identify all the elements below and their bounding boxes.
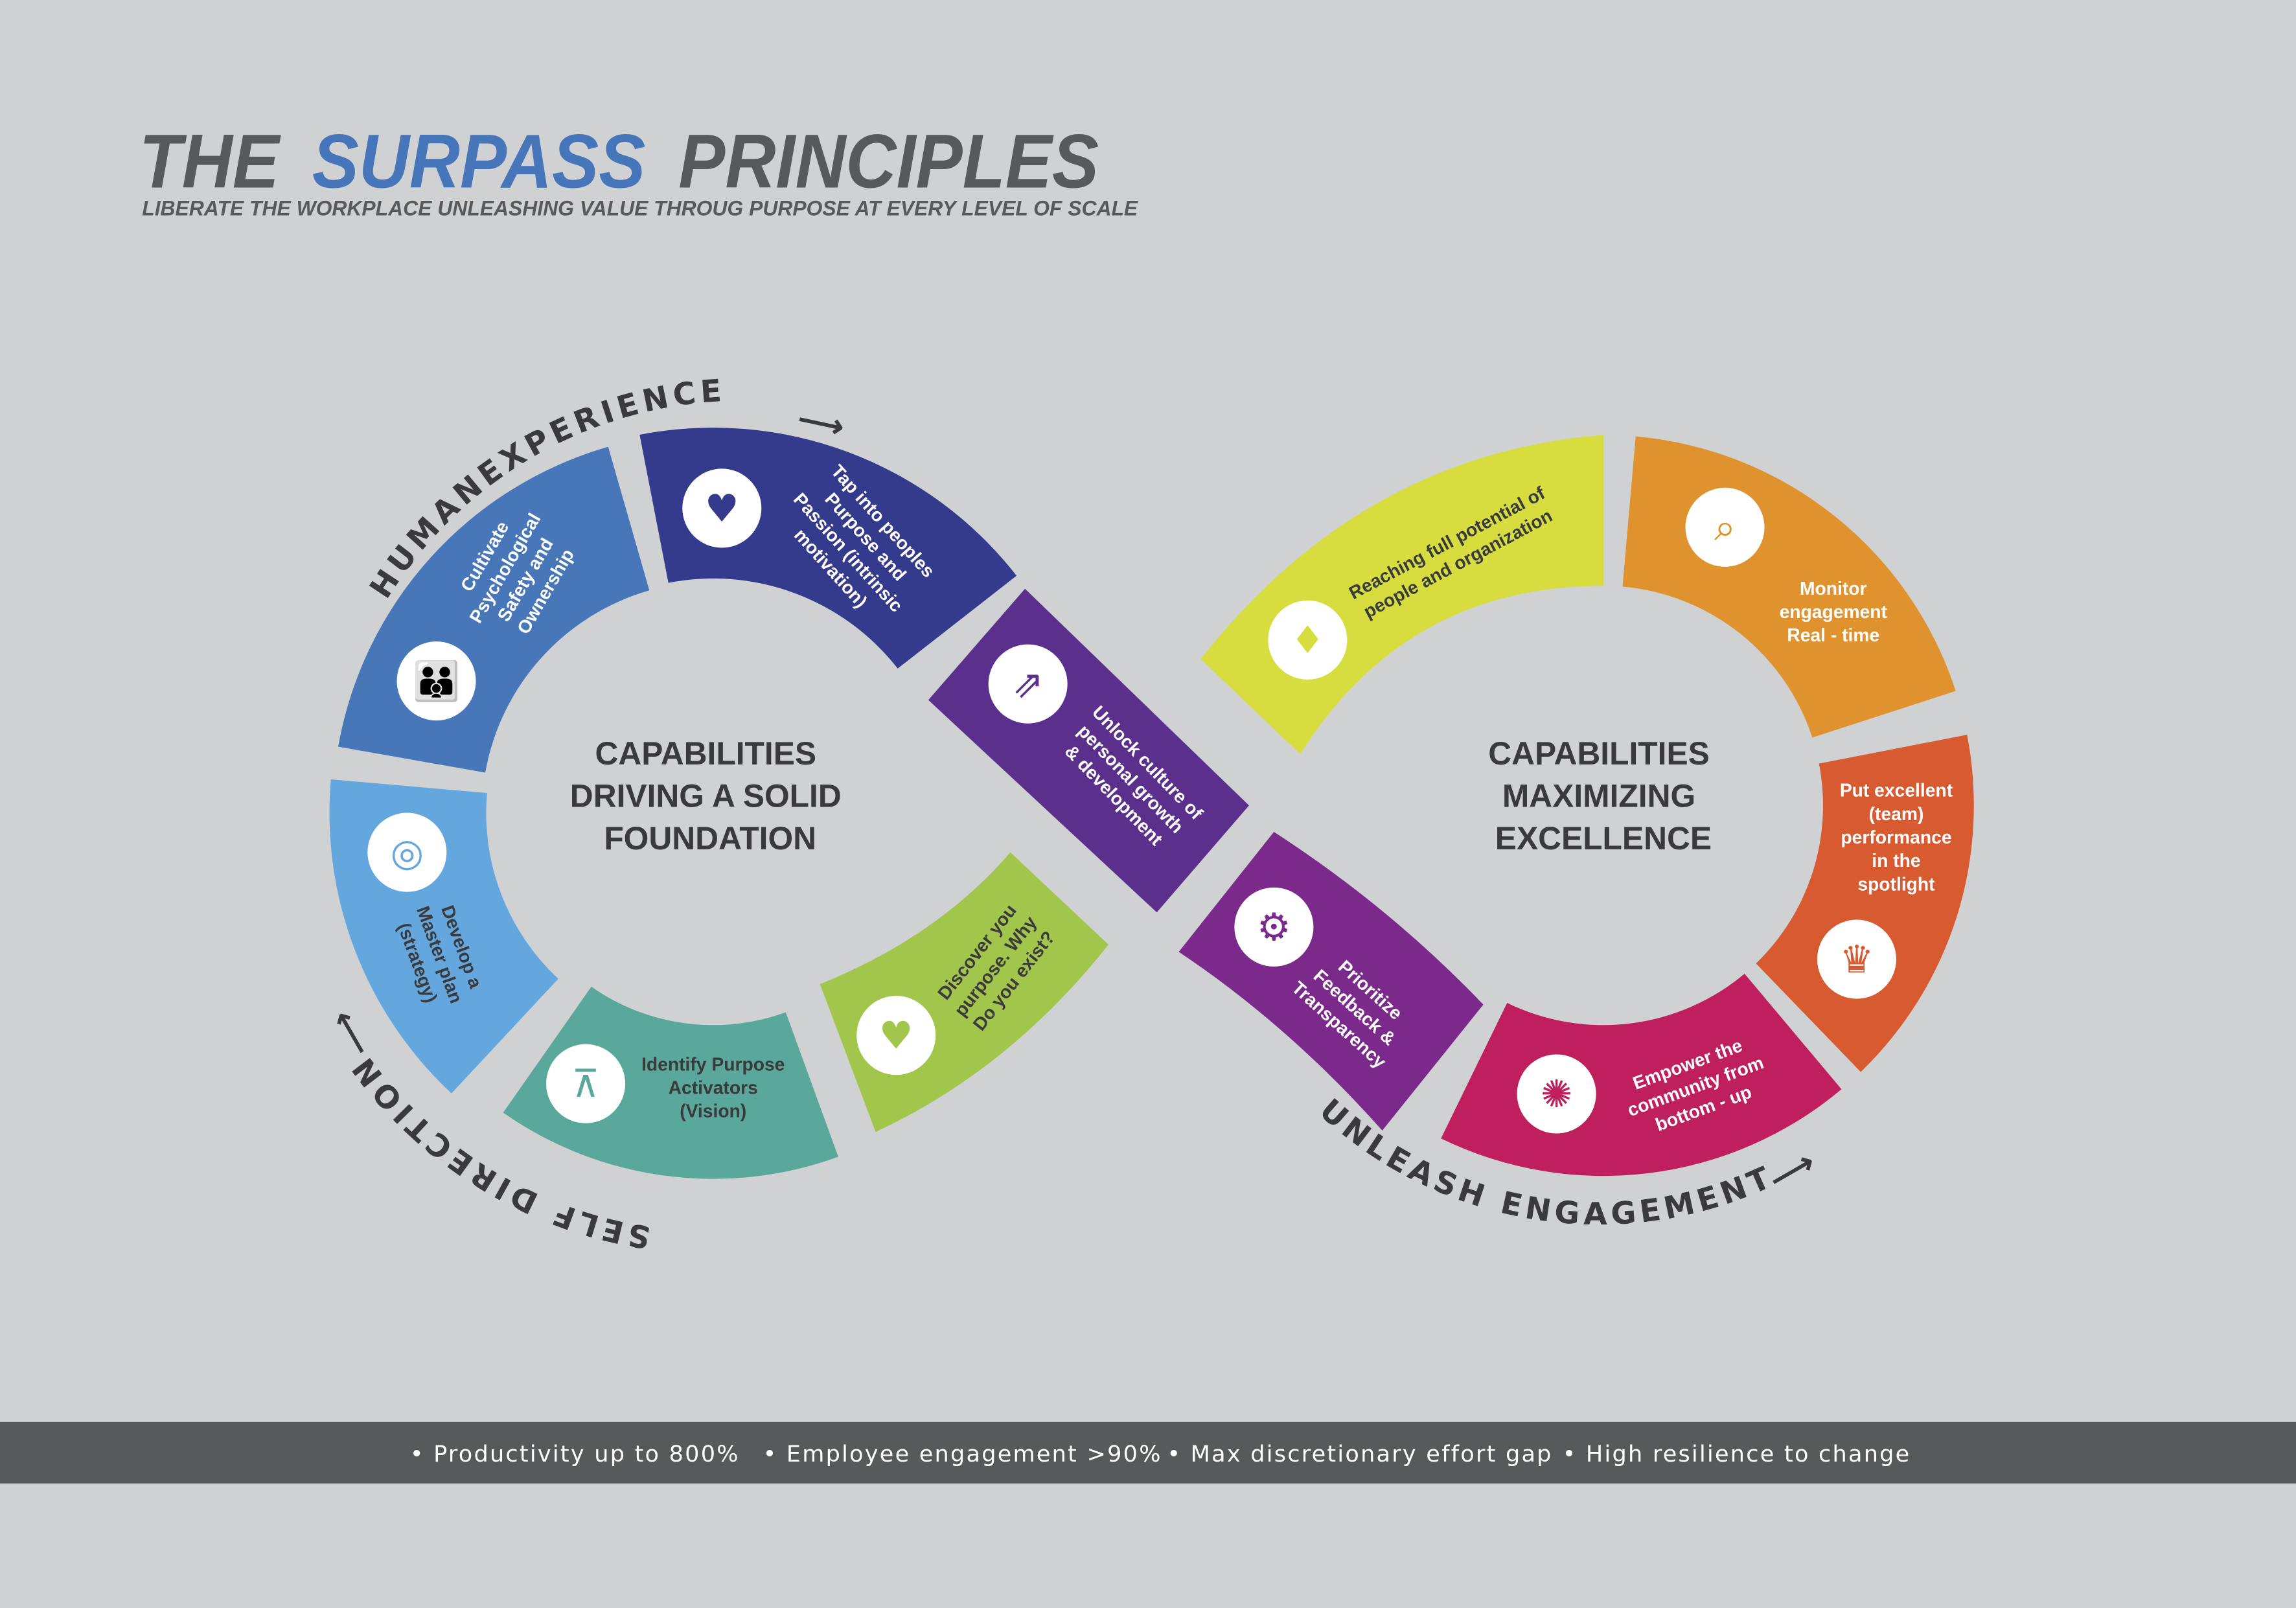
segment-monitor-line: Real - time <box>1787 625 1879 645</box>
magnifier-icon-circle <box>1685 487 1765 567</box>
segment-excellent-line: Put excellent <box>1840 780 1953 801</box>
segment-identify-shape <box>503 987 838 1179</box>
footer-bar: • Productivity up to 800% • Employee eng… <box>0 1421 2296 1484</box>
segment-monitor-line: Monitor <box>1800 578 1867 599</box>
page-subtitle: LIBERATE THE WORKPLACE UNLEASHING VALUE … <box>142 196 1138 220</box>
telescope-icon-circle <box>546 1044 626 1123</box>
segment-empower: ✺Empower thecommunity frombottom - up <box>1441 973 1842 1177</box>
segment-cultivate: 👪 CultivatePsychologicalSafety andOwnersh… <box>338 446 650 773</box>
header: THE SURPASS PRINCIPLES <box>139 119 1099 203</box>
target-icon-circle <box>367 812 447 892</box>
title-the: THE <box>139 119 282 203</box>
head-gears-icon-glyph: ⚙ <box>1257 904 1291 949</box>
trophy-icon: ♛ <box>1817 919 1896 999</box>
title-surpass: SURPASS <box>312 119 646 203</box>
magnifier-icon-glyph: ⌕ <box>1714 505 1736 549</box>
segment-excellent-line: in the <box>1872 850 1920 871</box>
segment-cultivate-label: CultivatePsychologicalSafety andOwnershi… <box>444 498 585 650</box>
footer-item-engagement: • Employee engagement >90% <box>763 1441 1162 1467</box>
heart-pulse-icon-circle <box>856 996 936 1075</box>
people-icon: 👪 <box>396 641 476 721</box>
heartbeat-icon-circle <box>682 468 762 548</box>
community-icon-glyph: ✺ <box>1541 1072 1572 1116</box>
segment-develop: ◎Develop aMaster plan(strategy) <box>329 779 558 1094</box>
magnifier-icon: ⌕ <box>1685 487 1765 567</box>
segment-discover: ♥Discover youpurpose. WhyDo you exist? <box>820 852 1108 1132</box>
team-growth-icon-circle <box>988 644 1068 724</box>
people-icon-circle <box>396 641 476 721</box>
footer-item-productivity: • Productivity up to 800% <box>410 1441 740 1467</box>
segment-excellent-line: (team) <box>1869 803 1924 824</box>
footer-item-resilience: • High resilience to change <box>1563 1441 1911 1467</box>
team-growth-icon-glyph: ⇗ <box>1012 661 1044 706</box>
telescope-icon-glyph: ⊼ <box>572 1061 600 1106</box>
team-growth-icon: ⇗ <box>988 644 1068 724</box>
footer-item-effort-gap: • Max discretionary effort gap <box>1167 1441 1552 1467</box>
segment-unlock: ⇗Unlock culture ofpersonal growth& devel… <box>928 588 1249 913</box>
title-principles: PRINCIPLES <box>678 119 1099 203</box>
community-icon: ✺ <box>1517 1054 1596 1134</box>
segment-excellent-line: spotlight <box>1857 873 1935 894</box>
segment-monitor-line: engagement <box>1780 601 1888 622</box>
diamond-icon-glyph: ♦ <box>1291 617 1325 662</box>
segment-excellent-shape <box>1756 735 1974 1072</box>
footer-background <box>0 1421 2296 1484</box>
heartbeat-icon-glyph: ♥ <box>705 486 739 531</box>
diamond-icon: ♦ <box>1268 600 1348 680</box>
segment-identify-line: Identify Purpose <box>641 1053 785 1074</box>
segment-excellent-line: performance <box>1841 827 1951 847</box>
left-center-heading: CAPABILITIES DRIVING A SOLID FOUNDATION <box>570 735 851 856</box>
trophy-icon-glyph: ♛ <box>1840 937 1874 982</box>
telescope-icon: ⊼ <box>546 1044 626 1123</box>
heartbeat-icon: ♥ <box>682 468 762 548</box>
target-icon: ◎ <box>367 812 447 892</box>
heart-pulse-icon: ♥ <box>856 996 936 1075</box>
head-gears-icon: ⚙ <box>1234 887 1314 967</box>
segment-tap: ♥Tap into peoplesPurpose andPassion (int… <box>639 428 1017 669</box>
heart-pulse-icon-glyph: ♥ <box>879 1013 913 1057</box>
head-gears-icon-circle <box>1234 887 1314 967</box>
trophy-icon-circle <box>1817 919 1896 999</box>
infinity-loop: 👪 CultivatePsychologicalSafety andOwnersh… <box>329 428 1974 1179</box>
page-title: THE SURPASS PRINCIPLES <box>139 119 1099 203</box>
community-icon-circle <box>1517 1054 1596 1134</box>
right-center-heading: CAPABILITIES MAXIMIZING EXCELLENCE <box>1488 735 1718 856</box>
segment-identify-line: Activators <box>669 1077 758 1098</box>
segment-reaching: ♦Reaching full potential ofpeople and or… <box>1200 435 1603 755</box>
diamond-icon-circle <box>1268 600 1348 680</box>
segment-identify-line: (Vision) <box>680 1101 746 1121</box>
target-icon-glyph: ◎ <box>391 830 424 875</box>
people-icon-glyph: 👪 <box>413 658 460 703</box>
